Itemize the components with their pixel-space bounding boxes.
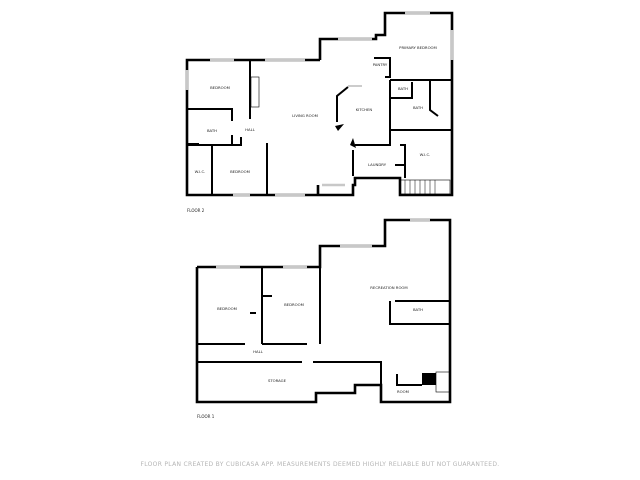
room-label-bath: BATH: [413, 307, 423, 312]
footer-disclaimer: FLOOR PLAN CREATED BY CUBICASA APP. MEAS…: [140, 461, 499, 468]
room-label-wic: W.I.C.: [420, 152, 431, 157]
room-label-living-room: LIVING ROOM: [292, 113, 318, 118]
room-label-bedroom: BEDROOM: [217, 306, 237, 311]
room-label-bath: BATH: [398, 86, 408, 91]
room-label-hall: HALL: [253, 349, 264, 354]
room-label-storage: STORAGE: [268, 378, 287, 383]
floor-1-windows: [216, 218, 430, 269]
room-label-wic: W.I.C.: [195, 169, 206, 174]
room-label-bath: BATH: [207, 128, 217, 133]
floor-label: FLOOR 1: [197, 414, 215, 419]
floor-2-exterior-wall: [185, 11, 454, 197]
room-label-kitchen: KITCHEN: [356, 107, 373, 112]
floor-2-plan: BEDROOM BATH HALL W.I.C. BEDROOM LIVING …: [185, 11, 454, 213]
room-label-hall: HALL: [245, 127, 256, 132]
room-label-bedroom: BEDROOM: [284, 302, 304, 307]
floor-1-interior-walls: [197, 268, 451, 393]
room-label-bedroom: BEDROOM: [230, 169, 250, 174]
room-label-laundry: LAUNDRY: [368, 162, 387, 167]
floor-2-interior-walls: [187, 57, 452, 195]
room-label-recreation-room: RECREATION ROOM: [370, 285, 407, 290]
room-label-room: ROOM: [397, 389, 409, 394]
room-label-primary-bedroom: PRIMARY BEDROOM: [399, 45, 437, 50]
room-label-bath: BATH: [413, 105, 423, 110]
floor-2-windows: [185, 11, 454, 197]
room-label-pantry: PANTRY: [373, 62, 388, 67]
floor-1-plan: BEDROOM BEDROOM RECREATION ROOM BATH HAL…: [195, 218, 452, 419]
floor-label: FLOOR 2: [187, 208, 205, 213]
room-label-bedroom: BEDROOM: [210, 85, 230, 90]
